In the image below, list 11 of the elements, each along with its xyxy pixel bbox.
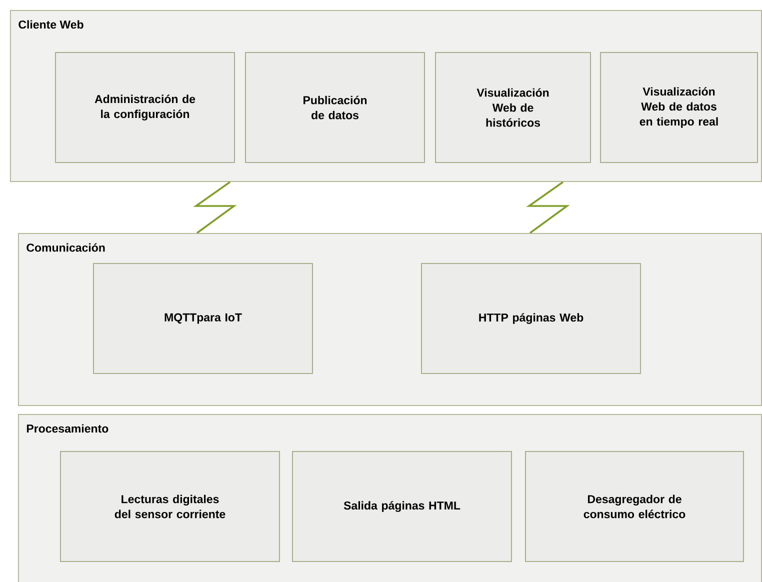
- component-box: Visualización Web de históricos: [435, 52, 591, 163]
- component-box: HTTP páginas Web: [421, 263, 641, 374]
- component-box: Visualización Web de datos en tiempo real: [600, 52, 758, 163]
- component-box: Publicación de datos: [245, 52, 425, 163]
- component-box: Administración de la configuración: [55, 52, 235, 163]
- component-box: Desagregador de consumo eléctrico: [525, 451, 744, 562]
- component-box: MQTTpara IoT: [93, 263, 313, 374]
- lightning-connector: [526, 181, 570, 234]
- component-box: Salida páginas HTML: [292, 451, 512, 562]
- component-box: Lecturas digitales del sensor corriente: [60, 451, 280, 562]
- lightning-connector: [193, 181, 237, 234]
